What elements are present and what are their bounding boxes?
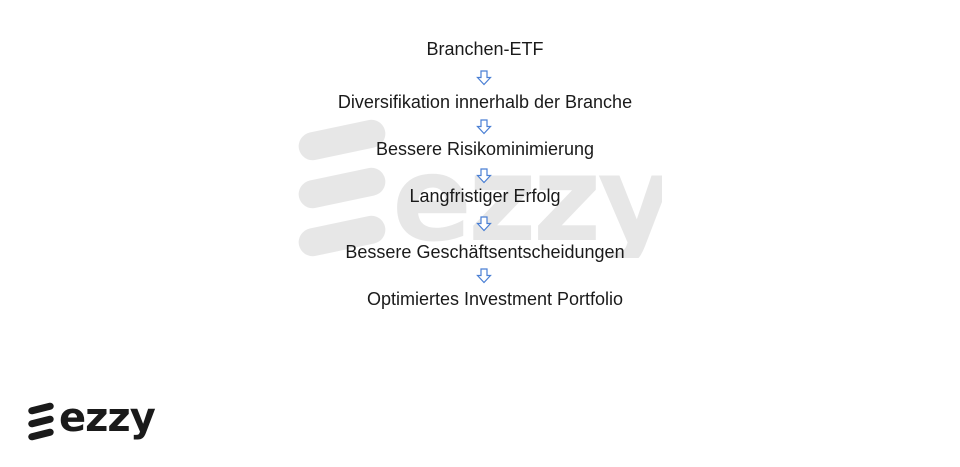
step-diversifikation: Diversifikation innerhalb der Branche bbox=[337, 92, 633, 112]
down-arrow-icon bbox=[476, 70, 492, 86]
ezzy-logo: ezzy bbox=[26, 395, 156, 446]
step-langfristiger-erfolg: Langfristiger Erfolg bbox=[409, 186, 561, 206]
step-branchen-etf: Branchen-ETF bbox=[426, 39, 544, 59]
down-arrow-icon bbox=[476, 119, 492, 135]
ezzy-logo-text: ezzy bbox=[59, 395, 156, 441]
step-risikominimierung: Bessere Risikominimierung bbox=[375, 139, 595, 159]
down-arrow-icon bbox=[476, 168, 492, 184]
ezzy-stripes-icon bbox=[28, 402, 54, 441]
step-investment-portfolio: Optimiertes Investment Portfolio bbox=[366, 289, 624, 309]
down-arrow-icon bbox=[476, 268, 492, 284]
step-geschaeftsentscheidungen: Bessere Geschäftsentscheidungen bbox=[345, 242, 625, 262]
down-arrow-icon bbox=[476, 216, 492, 232]
